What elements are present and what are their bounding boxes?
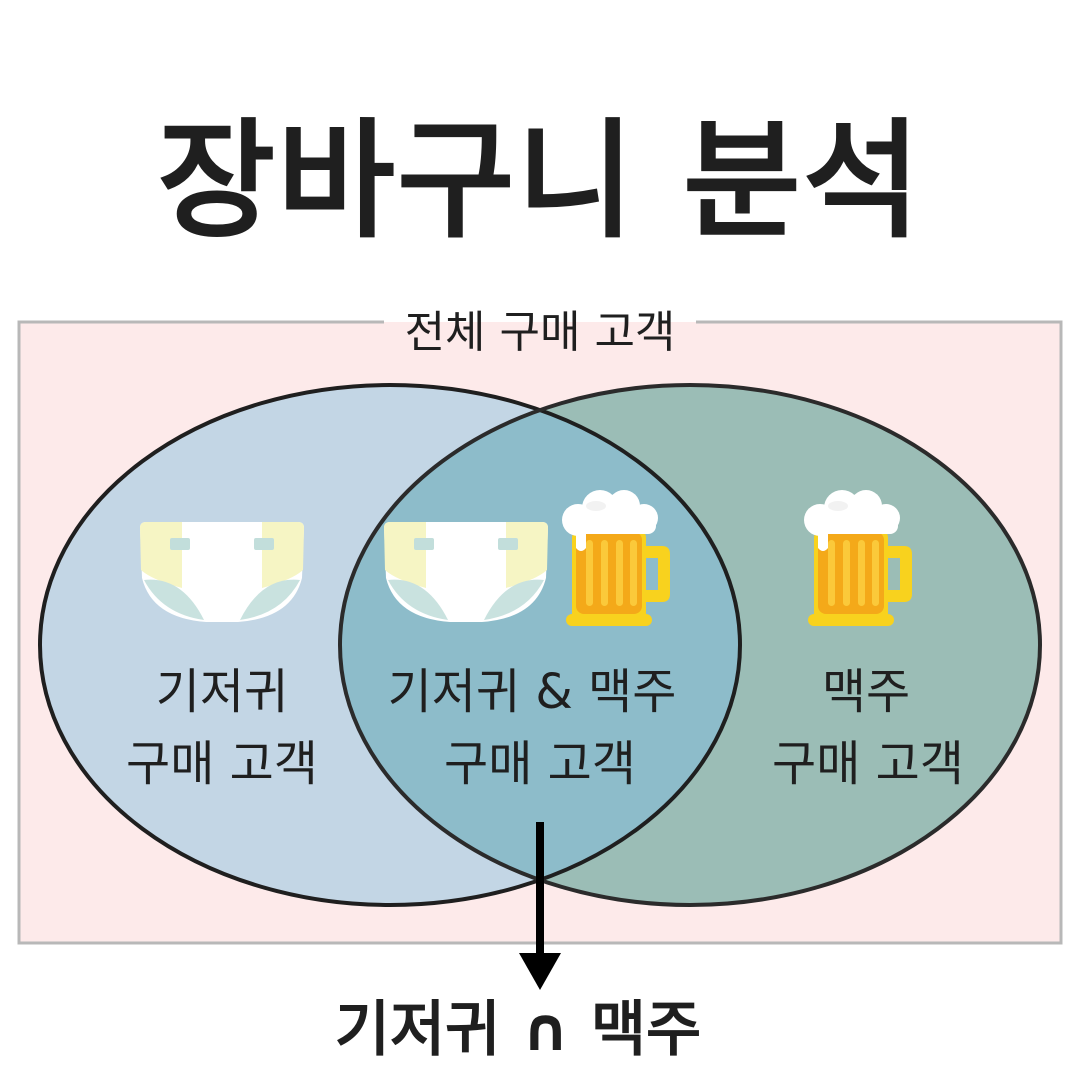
diaper-set-outline: [38, 383, 742, 907]
beer-set-label-line2: 구매 고객: [772, 736, 964, 792]
arrow-head-icon: [519, 953, 561, 990]
intersection-label: 기저귀 ∩ 맥주: [335, 995, 702, 1065]
diaper-set-label-line2: 구매 고객: [126, 736, 318, 792]
beer-set-outline: [338, 383, 1042, 907]
overlap-region: [340, 385, 740, 905]
diaper-icon: [140, 522, 304, 622]
diaper-icon: [384, 522, 548, 622]
universe-label: 전체 구매 고객: [405, 307, 676, 358]
overlap-label-line2: 구매 고객: [444, 736, 636, 792]
beer-set-label-line1: 맥주: [822, 664, 910, 720]
page-title: 장바구니 분석: [157, 107, 923, 256]
diaper-set-label-line1: 기저귀: [156, 664, 288, 720]
overlap-label-line1: 기저귀 & 맥주: [388, 664, 677, 720]
